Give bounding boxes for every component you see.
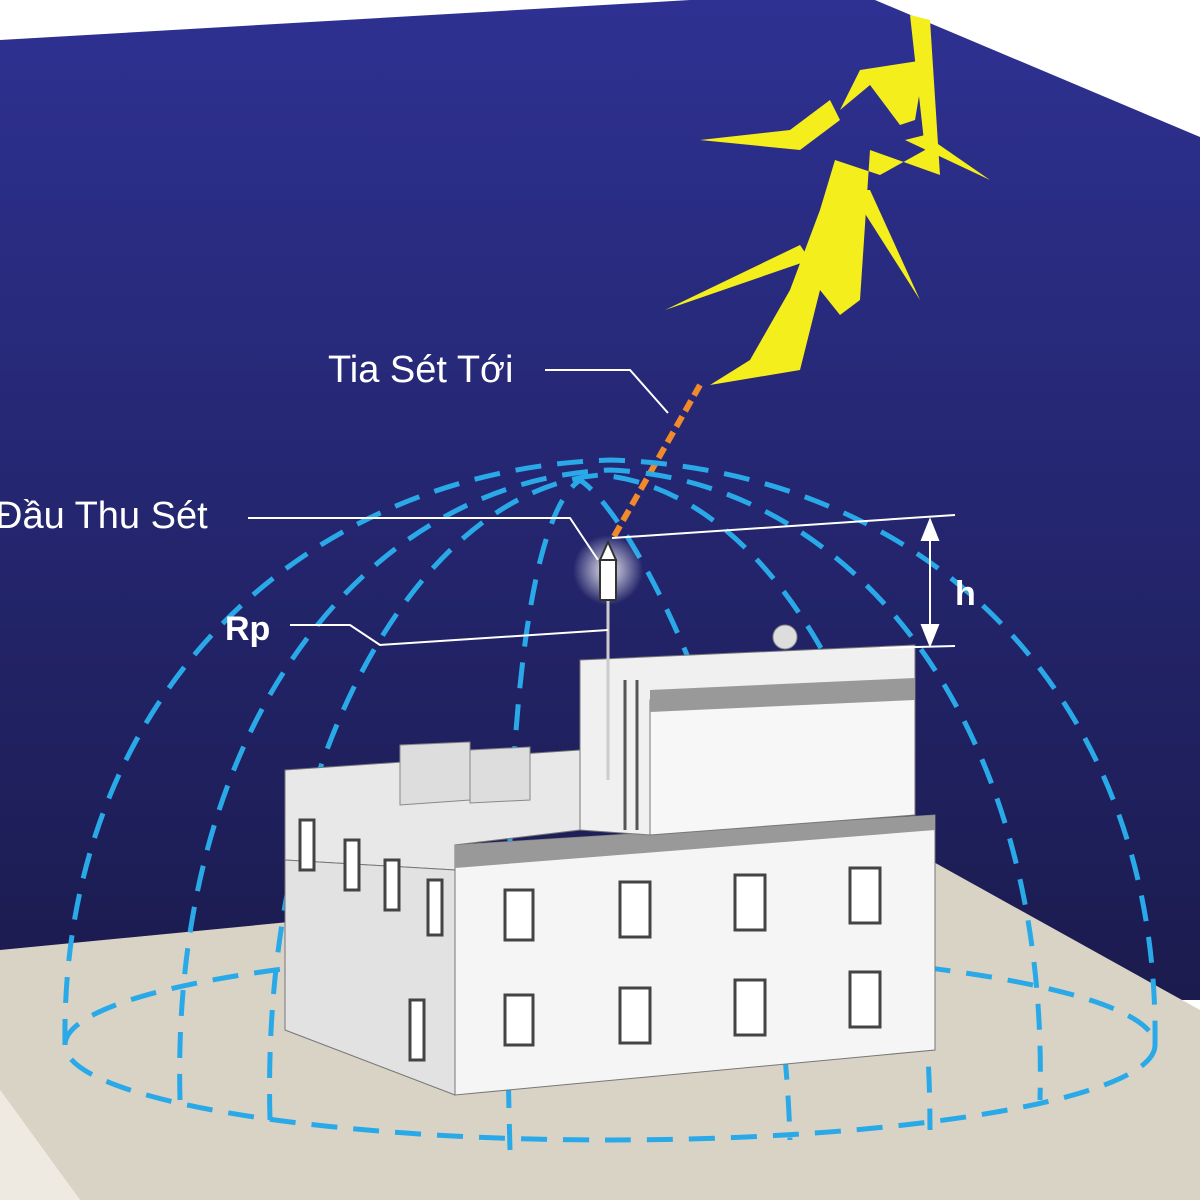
lightning-leader (609, 383, 703, 542)
incoming-strike-label: Tia Sét Tới (328, 349, 513, 391)
height-label: h (955, 575, 976, 613)
lightning-bolt (665, 15, 990, 385)
label-leaders (248, 369, 956, 649)
building (284, 624, 936, 1096)
protection-radius-label: Rp (225, 610, 270, 648)
air-terminal-label: Đầu Thu Sét (0, 495, 208, 537)
ground-edge (0, 1090, 80, 1200)
